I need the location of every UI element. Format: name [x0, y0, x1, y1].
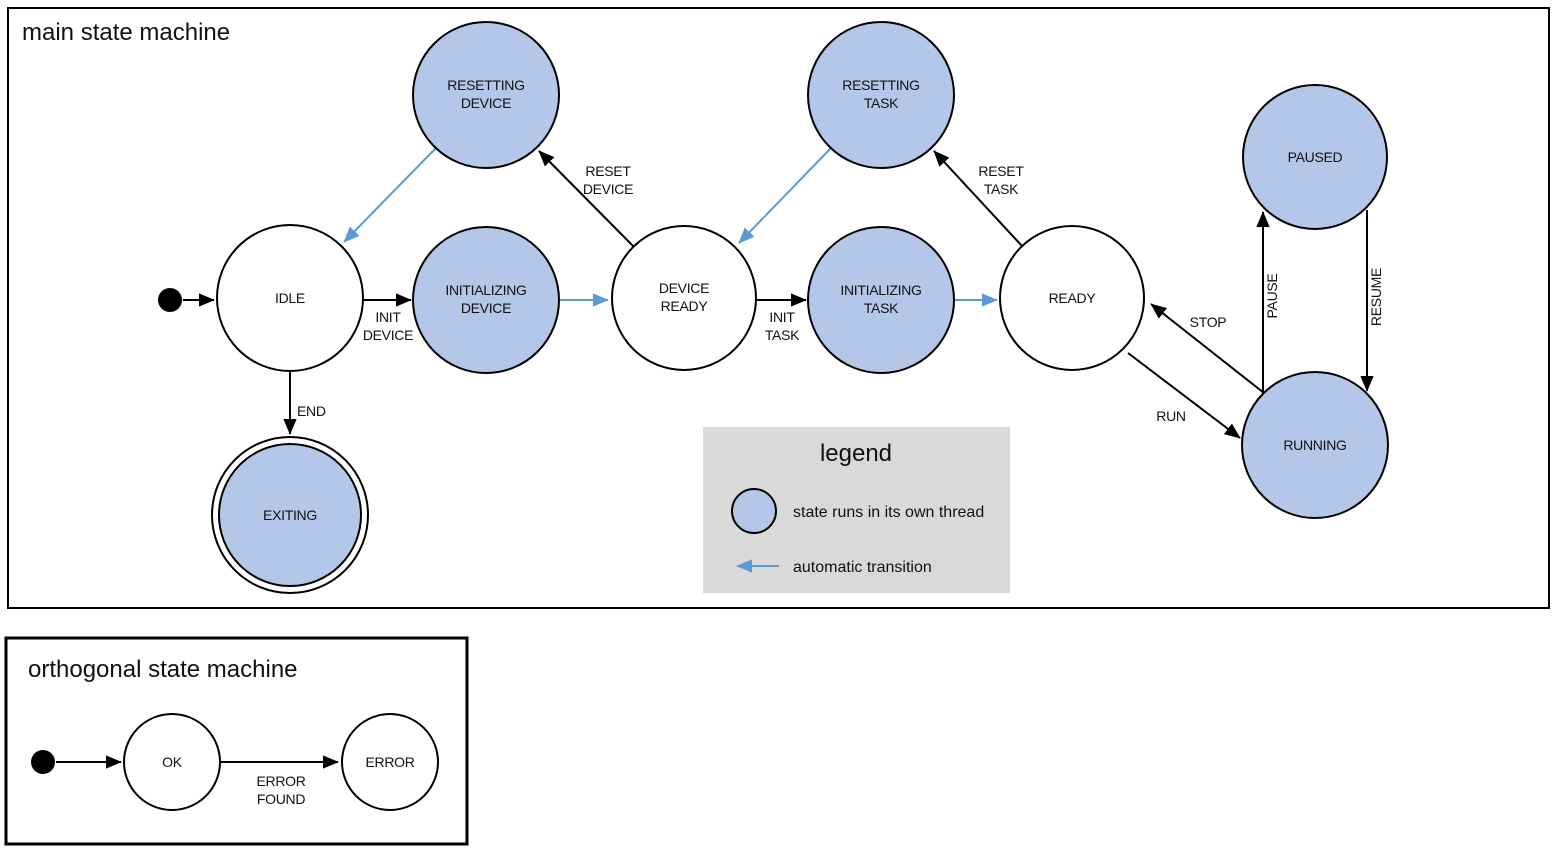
edge-label-error-found-line2: FOUND — [257, 791, 305, 807]
node-resetting-task-label-line1: RESETTING — [842, 77, 919, 93]
edge-auto-resetting-device-to-idle — [343, 147, 437, 243]
edge-label-reset-device-line1: RESET — [585, 163, 631, 179]
edge-label-init-device-line1: INIT — [375, 309, 401, 325]
edge-label-reset-task-line2: TASK — [984, 181, 1019, 197]
node-device-ready-label-line2: READY — [661, 298, 709, 314]
edge-ready-to-resetting-task — [933, 150, 1023, 247]
node-exiting-label: EXITING — [263, 507, 317, 523]
node-resetting-task — [807, 21, 955, 169]
node-initializing-task-label-line1: INITIALIZING — [840, 282, 921, 298]
node-error-label: ERROR — [365, 754, 414, 770]
edge-device-ready-to-resetting-device — [538, 150, 635, 248]
node-initializing-device — [412, 226, 560, 374]
node-idle-label: IDLE — [275, 290, 305, 306]
node-running — [1241, 371, 1389, 519]
edge-label-error-found-line1: ERROR — [256, 773, 305, 789]
initial-state-dot-main — [158, 288, 182, 312]
node-device-ready — [611, 225, 757, 371]
edge-auto-resetting-task-to-device-ready — [738, 147, 832, 244]
node-paused — [1242, 84, 1388, 230]
node-initializing-task — [807, 226, 955, 374]
orthogonal-title: orthogonal state machine — [28, 656, 298, 683]
edge-label-resume: RESUME — [1368, 268, 1384, 326]
legend-thread-state-icon — [731, 488, 777, 534]
main-title: main state machine — [22, 19, 230, 46]
node-resetting-task-label-line2: TASK — [864, 95, 899, 111]
legend-thread-label: state runs in its own thread — [793, 504, 984, 521]
node-initializing-device-label-line2: DEVICE — [461, 300, 511, 316]
node-error — [341, 713, 439, 811]
node-exiting — [218, 443, 362, 587]
node-idle — [216, 224, 364, 372]
node-ready — [999, 225, 1145, 371]
legend-title: legend — [820, 440, 892, 467]
node-resetting-device-label-line1: RESETTING — [447, 77, 524, 93]
edge-label-run: RUN — [1156, 408, 1185, 424]
edge-label-reset-device-line2: DEVICE — [583, 181, 633, 197]
node-initializing-device-label-line1: INITIALIZING — [445, 282, 526, 298]
node-resetting-device-label-line2: DEVICE — [461, 95, 511, 111]
edge-ready-to-running-run — [1127, 352, 1241, 439]
node-ok-label: OK — [162, 754, 183, 770]
edge-label-init-device-line2: DEVICE — [363, 327, 413, 343]
node-paused-label: PAUSED — [1288, 149, 1343, 165]
node-device-ready-label-line1: DEVICE — [659, 280, 709, 296]
edge-label-pause: PAUSE — [1264, 274, 1280, 319]
legend-auto-label: automatic transition — [793, 559, 932, 576]
edge-running-to-ready-stop — [1150, 303, 1265, 394]
edge-label-reset-task-line1: RESET — [978, 163, 1024, 179]
initial-state-dot-orthogonal — [31, 750, 55, 774]
node-ok — [123, 713, 221, 811]
edge-label-init-task-line1: INIT — [769, 309, 795, 325]
node-initializing-task-label-line2: TASK — [864, 300, 899, 316]
edge-label-stop: STOP — [1190, 314, 1227, 330]
edge-label-end: END — [297, 403, 326, 419]
node-ready-label: READY — [1049, 290, 1097, 306]
edge-label-init-task-line2: TASK — [765, 327, 800, 343]
node-resetting-device — [412, 21, 560, 169]
node-running-label: RUNNING — [1283, 437, 1346, 453]
